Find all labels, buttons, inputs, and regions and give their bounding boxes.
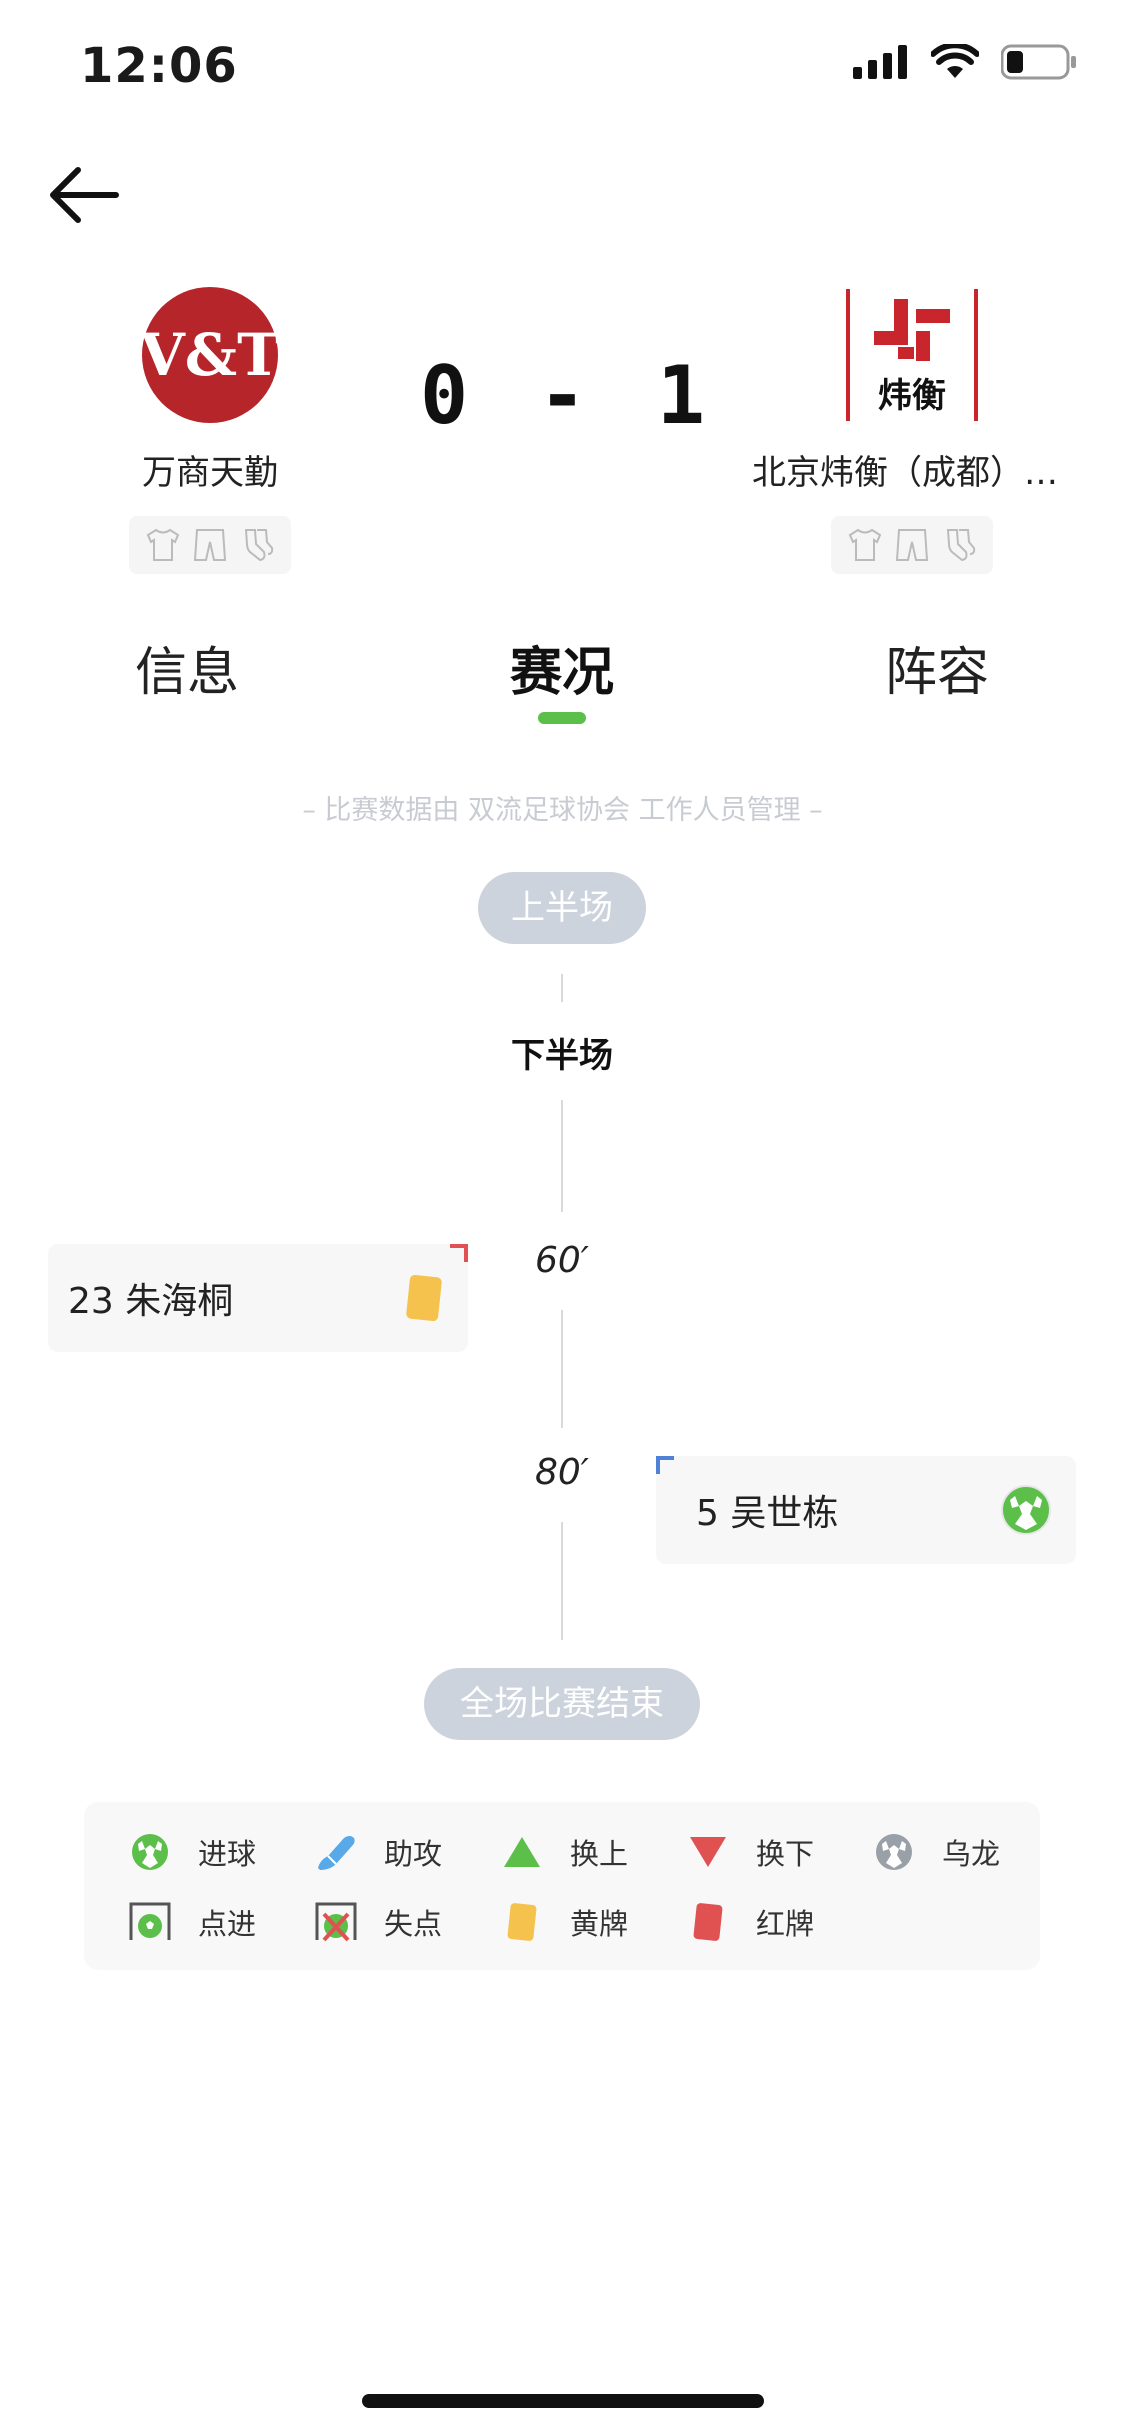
home-score: 0 bbox=[420, 348, 469, 442]
legend-label: 失点 bbox=[384, 1907, 443, 1941]
red-card-icon bbox=[686, 1900, 730, 1944]
legend-label: 黄牌 bbox=[570, 1907, 629, 1941]
legend-item-sub-in: 换上 bbox=[500, 1830, 628, 1874]
away-side-marker bbox=[656, 1456, 674, 1474]
legend-label: 点进 bbox=[198, 1907, 257, 1941]
home-team-name: 万商天勤 bbox=[142, 453, 278, 493]
arrow-left-icon bbox=[50, 167, 119, 223]
legend-label: 进球 bbox=[198, 1837, 257, 1871]
yellow-card-icon bbox=[500, 1900, 544, 1944]
assist-boot-icon bbox=[314, 1830, 358, 1874]
own-goal-icon bbox=[872, 1830, 916, 1874]
status-time: 12:06 bbox=[80, 38, 238, 94]
event-minute: 60′ bbox=[535, 1240, 589, 1281]
jersey-icon bbox=[848, 528, 881, 561]
svg-text:炜衡: 炜衡 bbox=[878, 376, 946, 416]
battery-icon bbox=[1001, 44, 1076, 80]
timeline-line bbox=[561, 1310, 563, 1428]
penalty-goal-icon bbox=[128, 1900, 172, 1944]
jersey-icon bbox=[146, 528, 179, 561]
active-tab-indicator bbox=[538, 712, 586, 724]
scoreboard: 0 - 1 bbox=[420, 340, 705, 450]
home-side-marker bbox=[450, 1244, 468, 1262]
timeline-line bbox=[561, 1100, 563, 1212]
legend-label: 红牌 bbox=[756, 1907, 815, 1941]
legend-item-red-card: 红牌 bbox=[686, 1900, 814, 1944]
status-icons bbox=[853, 44, 1077, 80]
yellow-card-icon bbox=[406, 1274, 442, 1322]
socks-icon bbox=[245, 529, 274, 562]
away-score: 1 bbox=[656, 348, 705, 442]
penalty-miss-icon bbox=[314, 1900, 358, 1944]
home-team-logo[interactable]: V&T bbox=[139, 285, 280, 425]
sub-out-icon bbox=[686, 1830, 730, 1874]
goal-icon bbox=[1001, 1485, 1051, 1535]
home-indicator[interactable] bbox=[362, 2394, 764, 2408]
legend-label: 换上 bbox=[570, 1837, 629, 1871]
legend-label: 乌龙 bbox=[942, 1837, 1001, 1871]
event-legend: 进球 助攻 换上 换下 乌龙 点进 失点 bbox=[84, 1802, 1040, 1970]
second-half-label: 下半场 bbox=[511, 1036, 613, 1076]
legend-item-own-goal: 乌龙 bbox=[872, 1830, 1000, 1874]
legend-item-yellow-card: 黄牌 bbox=[500, 1900, 628, 1944]
away-team-logo[interactable]: 炜衡 bbox=[842, 285, 982, 425]
full-time-button[interactable]: 全场比赛结束 bbox=[424, 1668, 700, 1740]
tab-info[interactable]: 信息 bbox=[134, 643, 239, 703]
cellular-signal-icon bbox=[853, 45, 907, 79]
legend-label: 助攻 bbox=[384, 1837, 443, 1871]
event-card-yellow-card[interactable]: 23 朱海桐 bbox=[48, 1244, 468, 1352]
event-card-goal[interactable]: 5 吴世栋 bbox=[656, 1456, 1076, 1564]
tab-lineup[interactable]: 阵容 bbox=[884, 643, 989, 703]
data-source-note: – 比赛数据由 双流足球协会 工作人员管理 – bbox=[302, 795, 823, 826]
goal-icon bbox=[128, 1830, 172, 1874]
legend-item-goal: 进球 bbox=[128, 1830, 256, 1874]
legend-label: 换下 bbox=[756, 1837, 815, 1871]
first-half-button[interactable]: 上半场 bbox=[478, 872, 646, 944]
legend-item-penalty-goal: 点进 bbox=[128, 1900, 256, 1944]
away-team-name: 北京炜衡（成都）… bbox=[752, 453, 1058, 493]
legend-item-penalty-miss: 失点 bbox=[314, 1900, 442, 1944]
away-team-kit[interactable] bbox=[831, 516, 993, 574]
socks-icon bbox=[947, 529, 976, 562]
shorts-icon bbox=[895, 529, 929, 561]
event-minute: 80′ bbox=[535, 1452, 589, 1493]
back-button[interactable] bbox=[44, 160, 134, 240]
home-team-kit[interactable] bbox=[129, 516, 291, 574]
wifi-icon bbox=[931, 44, 979, 78]
shorts-icon bbox=[193, 529, 227, 561]
event-player: 23 朱海桐 bbox=[68, 1281, 234, 1322]
timeline-line bbox=[561, 1522, 563, 1640]
tab-match-events[interactable]: 赛况 bbox=[509, 643, 614, 703]
timeline-line bbox=[561, 974, 563, 1002]
svg-text:V&T: V&T bbox=[140, 321, 280, 389]
score-separator: - bbox=[538, 348, 587, 442]
legend-item-sub-out: 换下 bbox=[686, 1830, 814, 1874]
event-player: 5 吴世栋 bbox=[696, 1493, 839, 1534]
sub-in-icon bbox=[500, 1830, 544, 1874]
legend-item-assist: 助攻 bbox=[314, 1830, 442, 1874]
